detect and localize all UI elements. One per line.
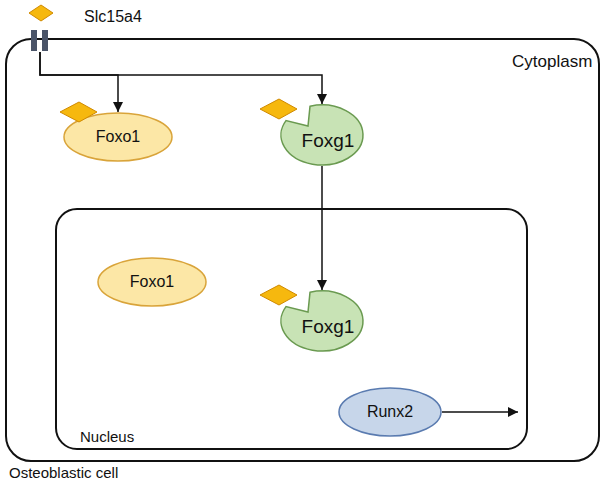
compartment-label: Cytoplasm	[512, 52, 592, 72]
channel-bar	[31, 30, 37, 51]
compartment-label: Nucleus	[80, 428, 134, 445]
ellipse-outline	[64, 113, 172, 161]
ligand-diamond	[260, 285, 297, 305]
ligand-diamond	[60, 102, 97, 122]
arrow-connector	[321, 166, 323, 290]
protein-label: Foxg1	[280, 104, 364, 166]
connector-layer	[40, 52, 322, 290]
ligand-diamond	[29, 5, 53, 21]
protein-label: Foxo1	[97, 257, 207, 307]
arrow-connector	[40, 52, 118, 112]
transporter-label: Slc15a4	[84, 8, 142, 26]
protein-label: Foxg1	[280, 290, 364, 352]
cell-label: Osteoblastic cell	[9, 464, 118, 481]
transporter-symbol: Slc15a4	[30, 28, 50, 52]
output-arrow	[442, 411, 518, 413]
protein-ellipse: Foxo1	[63, 112, 173, 162]
ellipse-outline	[98, 258, 206, 306]
ellipse-outline	[339, 388, 441, 436]
arrow-connector	[40, 52, 322, 104]
protein-label: Foxo1	[63, 112, 173, 162]
protein-receptor-shape: Foxg1	[280, 104, 364, 166]
protein-ellipse: Foxo1	[97, 257, 207, 307]
protein-label: Runx2	[338, 387, 442, 437]
ligand-diamond	[260, 99, 297, 119]
transcription-factor-ellipse: Runx2	[338, 387, 442, 437]
cell-boundary: CytoplasmOsteoblastic cellFoxo1Foxg1Nucl…	[5, 38, 600, 462]
transporter-symbol-outline	[30, 28, 50, 52]
nucleus-boundary: Nucleus Foxo1Foxg1Runx2	[55, 208, 528, 450]
decorations	[29, 5, 518, 412]
protein-receptor-shape: Foxg1	[280, 290, 364, 352]
channel-bar	[42, 30, 48, 51]
